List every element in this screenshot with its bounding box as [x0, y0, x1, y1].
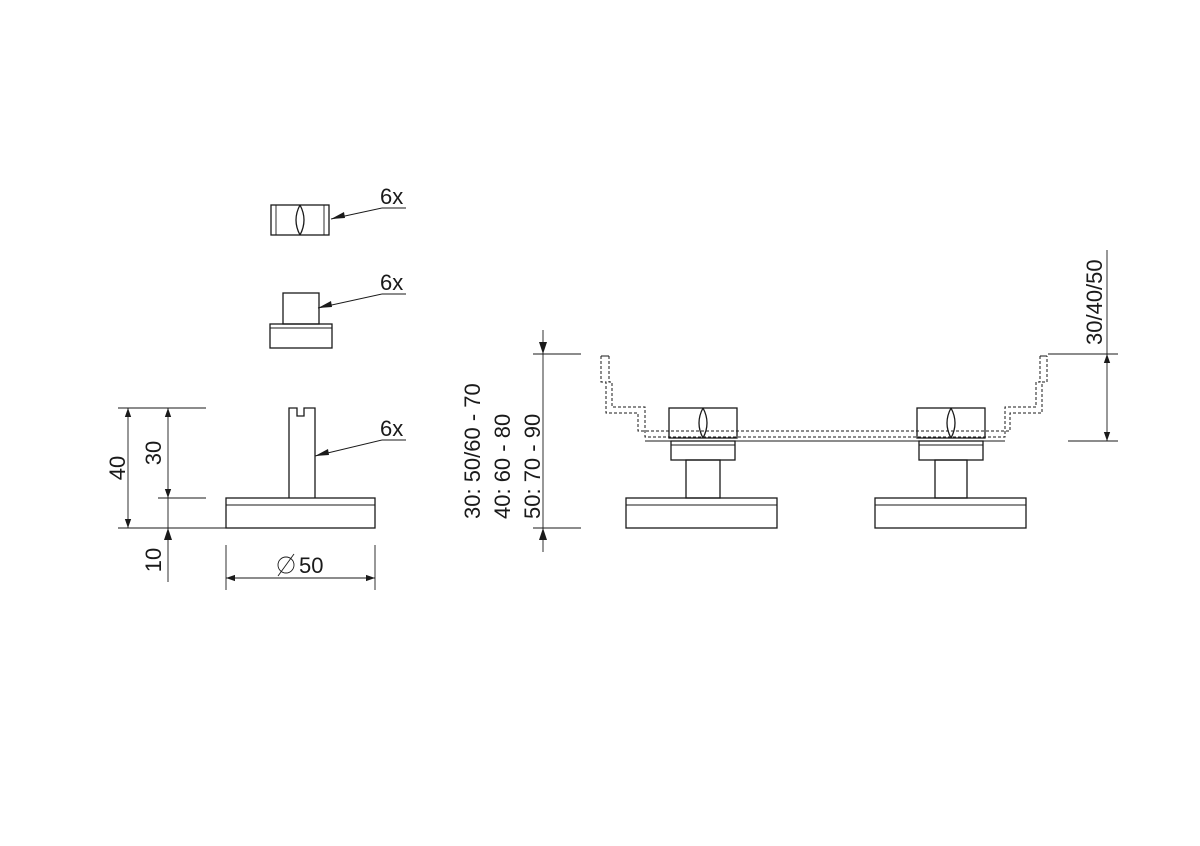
range-40: 40: 60 - 80 — [490, 414, 515, 519]
tray-profile — [600, 355, 1048, 442]
qty-label-foot: 6x — [380, 416, 403, 441]
qty-label-spacer: 6x — [380, 270, 403, 295]
range-dimension: 30: 50/60 - 70 40: 60 - 80 50: 70 - 90 — [460, 330, 581, 552]
foot-dimensions: 40 30 10 50 — [105, 407, 376, 590]
assembly-view: 30/40/50 — [600, 250, 1118, 529]
range-50: 50: 70 - 90 — [520, 414, 545, 519]
qty-label-nut: 6x — [380, 184, 403, 209]
dim-base-height: 10 — [141, 548, 166, 572]
spacer-part: 6x — [269, 270, 406, 349]
diameter-icon — [277, 553, 295, 577]
tray-height-label: 30/40/50 — [1082, 259, 1107, 345]
dim-diameter: 50 — [299, 553, 323, 578]
assembly-foot-left — [625, 407, 778, 529]
dim-stem-height: 30 — [141, 441, 166, 465]
levelling-foot-part: 6x — [225, 407, 406, 529]
tray-height-dimension: 30/40/50 — [1048, 250, 1118, 442]
dim-total-height: 40 — [105, 456, 130, 480]
hex-nut-part: 6x — [270, 184, 406, 236]
range-30: 30: 50/60 - 70 — [460, 383, 485, 519]
assembly-foot-right — [874, 407, 1027, 529]
